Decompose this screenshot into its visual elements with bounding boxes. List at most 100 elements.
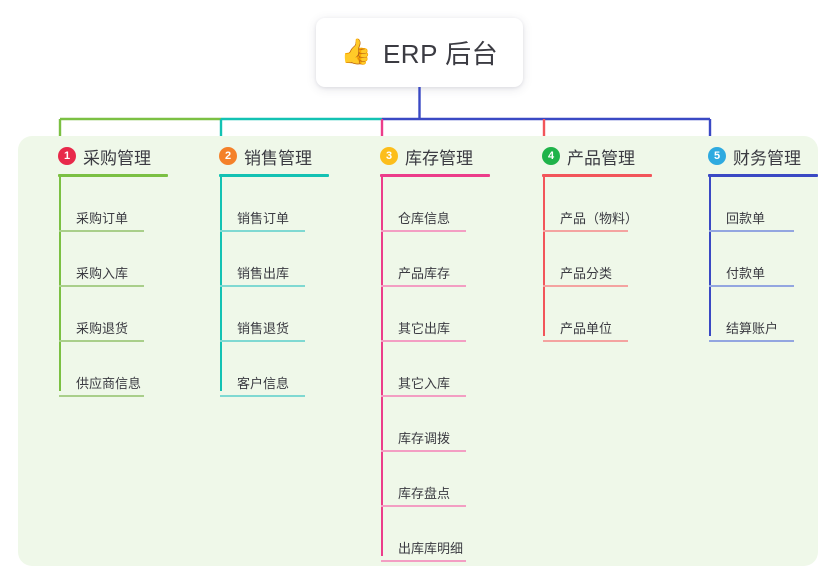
branch-item-label: 供应商信息 — [76, 376, 142, 391]
branch-header-4[interactable]: 4 产品管理 — [524, 136, 674, 176]
branch-spine — [220, 176, 222, 391]
branch-item-rule — [59, 340, 144, 342]
branch-item[interactable]: 采购入库 — [40, 237, 190, 292]
branch-spine — [381, 176, 383, 556]
branch-spine — [709, 176, 711, 336]
branch-item-rule — [709, 340, 794, 342]
branch-item-list: 产品（物料） 产品分类产品单位 — [524, 176, 674, 347]
branch-item-rule — [381, 395, 466, 397]
branch-item-label: 采购订单 — [76, 211, 129, 226]
branch-header-rule — [380, 174, 490, 177]
branch-item-rule — [59, 395, 144, 397]
branch-header-label: 销售管理 — [244, 148, 312, 168]
branch-item[interactable]: 产品分类 — [524, 237, 674, 292]
branch-item-label: 销售出库 — [237, 266, 290, 281]
branch-item-rule — [381, 450, 466, 452]
branch-item-rule — [543, 230, 628, 232]
branch-item-label: 库存盘点 — [398, 486, 451, 501]
branch-item-list: 仓库信息产品库存其它出库其它入库库存调拨库存盘点出库库明细 — [362, 176, 512, 567]
branch-header-5[interactable]: 5 财务管理 — [690, 136, 839, 176]
branch-item[interactable]: 其它入库 — [362, 347, 512, 402]
branch-header-label: 产品管理 — [567, 148, 635, 168]
branch-header-1[interactable]: 1 采购管理 — [40, 136, 190, 176]
branch-header-rule — [219, 174, 329, 177]
branch-number-badge: 1 — [58, 147, 76, 165]
branch-item[interactable]: 采购退货 — [40, 292, 190, 347]
branch-item-label: 产品库存 — [398, 266, 451, 281]
branch-item-rule — [381, 505, 466, 507]
branch-item-rule — [543, 285, 628, 287]
root-node-erp-backend[interactable]: 👍 ERP 后台 — [316, 18, 523, 87]
branch-item-rule — [220, 230, 305, 232]
branch-item[interactable]: 库存调拨 — [362, 402, 512, 457]
branch-item-rule — [220, 395, 305, 397]
branch-item-label: 出库库明细 — [398, 541, 464, 556]
branch-item[interactable]: 回款单 — [690, 182, 839, 237]
branch-number-badge: 4 — [542, 147, 560, 165]
branch-item[interactable]: 库存盘点 — [362, 457, 512, 512]
root-node-title: ERP 后台 — [382, 39, 499, 69]
branch-item-rule — [59, 230, 144, 232]
branch-item-label: 销售退货 — [237, 321, 290, 336]
branch-item-label: 仓库信息 — [398, 211, 451, 226]
branch-number-badge: 5 — [708, 147, 726, 165]
branch-item-label: 付款单 — [726, 266, 766, 281]
branch-item[interactable]: 销售订单 — [201, 182, 351, 237]
branch-header-label: 财务管理 — [733, 148, 801, 168]
branch-item-label: 其它入库 — [398, 376, 451, 391]
branch-column-5: 5 财务管理回款单付款单结算账户 — [690, 136, 839, 347]
branch-item-label: 产品单位 — [560, 321, 613, 336]
branch-item-list: 回款单付款单结算账户 — [690, 176, 839, 347]
branch-item[interactable]: 销售退货 — [201, 292, 351, 347]
branch-item-label: 采购退货 — [76, 321, 129, 336]
branch-item[interactable]: 出库库明细 — [362, 512, 512, 567]
branch-header-rule — [708, 174, 818, 177]
branch-item-rule — [381, 285, 466, 287]
branch-item-label: 客户信息 — [237, 376, 290, 391]
branch-item[interactable]: 仓库信息 — [362, 182, 512, 237]
branch-item-rule — [381, 560, 466, 562]
branch-item-rule — [220, 285, 305, 287]
branch-item-label: 结算账户 — [726, 321, 779, 336]
branch-item-rule — [709, 230, 794, 232]
branch-column-3: 3 库存管理仓库信息产品库存其它出库其它入库库存调拨库存盘点出库库明细 — [362, 136, 512, 567]
branch-item[interactable]: 供应商信息 — [40, 347, 190, 402]
branch-item-label: 产品（物料） — [560, 211, 639, 226]
branch-item-rule — [381, 230, 466, 232]
branch-item-label: 其它出库 — [398, 321, 451, 336]
branch-item[interactable]: 付款单 — [690, 237, 839, 292]
branch-item[interactable]: 销售出库 — [201, 237, 351, 292]
branch-item[interactable]: 客户信息 — [201, 347, 351, 402]
branch-item[interactable]: 结算账户 — [690, 292, 839, 347]
thumbs-up-icon: 👍 — [340, 38, 372, 66]
branch-item-label: 库存调拨 — [398, 431, 451, 446]
branch-column-1: 1 采购管理采购订单采购入库采购退货供应商信息 — [40, 136, 190, 402]
branch-item[interactable]: 产品库存 — [362, 237, 512, 292]
branch-spine — [543, 176, 545, 336]
branch-item-label: 采购入库 — [76, 266, 129, 281]
branch-item-list: 采购订单采购入库采购退货供应商信息 — [40, 176, 190, 402]
branch-column-4: 4 产品管理产品（物料） 产品分类产品单位 — [524, 136, 674, 347]
branch-item-label: 销售订单 — [237, 211, 290, 226]
branch-item-rule — [59, 285, 144, 287]
branch-item-rule — [543, 340, 628, 342]
branch-item[interactable]: 采购订单 — [40, 182, 190, 237]
branch-header-label: 库存管理 — [405, 148, 473, 168]
branch-header-3[interactable]: 3 库存管理 — [362, 136, 512, 176]
branch-item-label: 产品分类 — [560, 266, 613, 281]
branch-number-badge: 3 — [380, 147, 398, 165]
branch-item-rule — [381, 340, 466, 342]
branch-item[interactable]: 产品单位 — [524, 292, 674, 347]
branch-header-label: 采购管理 — [83, 148, 151, 168]
branch-item-rule — [220, 340, 305, 342]
branch-item[interactable]: 产品（物料） — [524, 182, 674, 237]
branch-item[interactable]: 其它出库 — [362, 292, 512, 347]
branch-item-list: 销售订单销售出库销售退货客户信息 — [201, 176, 351, 402]
branch-header-rule — [542, 174, 652, 177]
branch-header-rule — [58, 174, 168, 177]
branch-item-rule — [709, 285, 794, 287]
